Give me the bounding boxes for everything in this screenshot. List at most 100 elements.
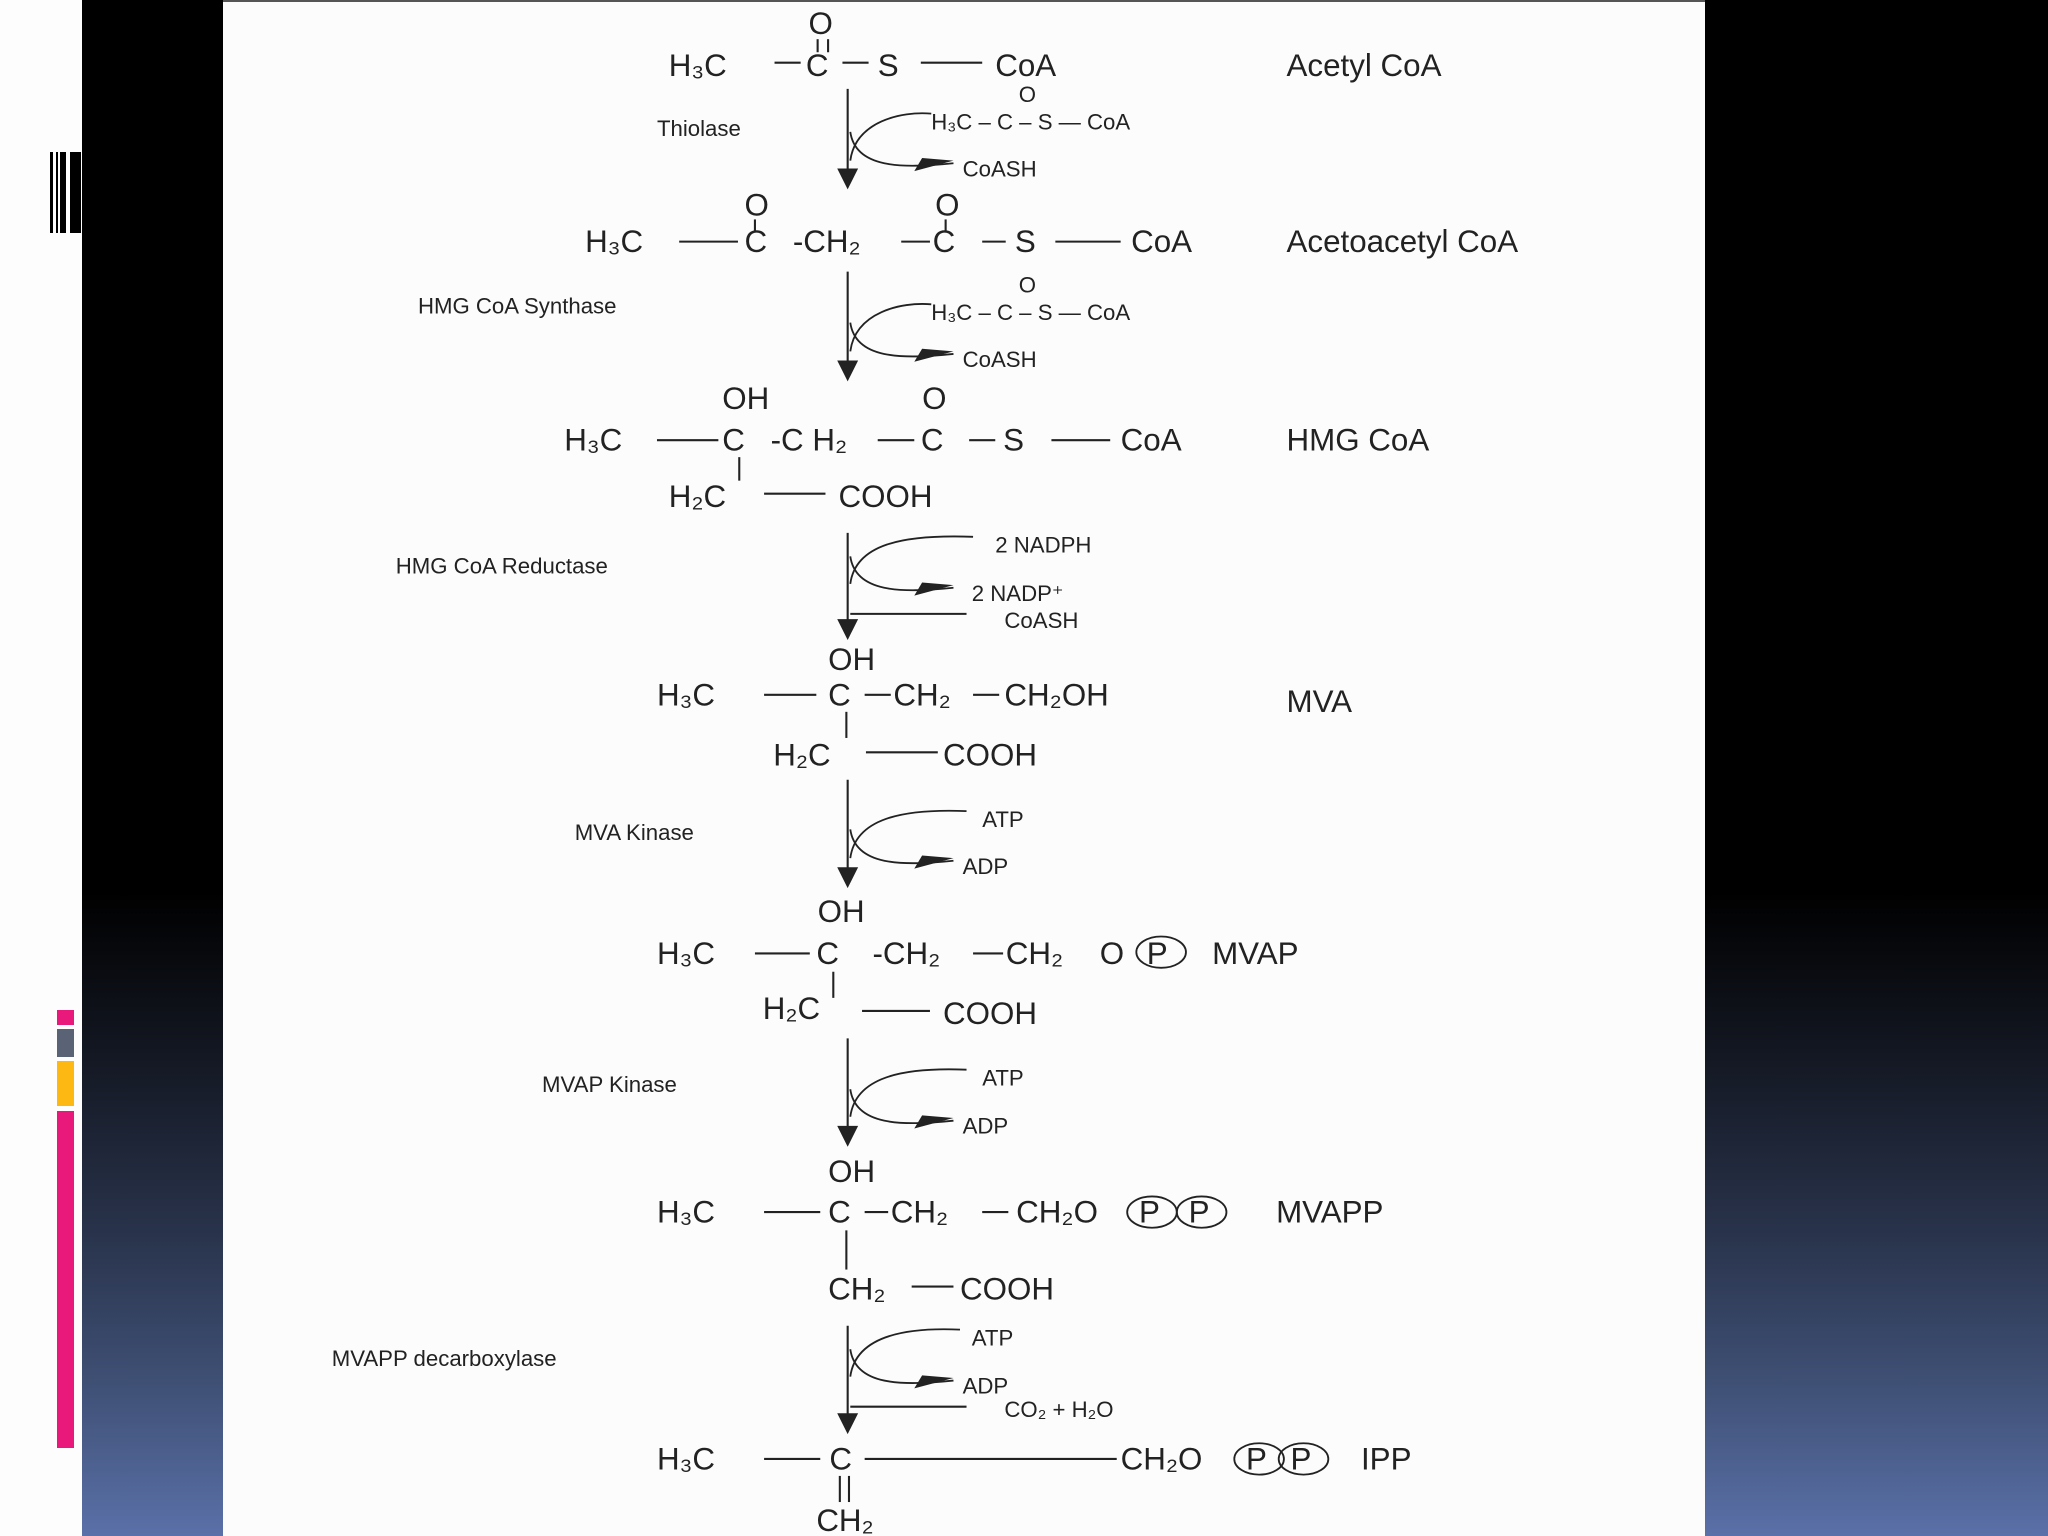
formula-fragment: S [1015, 224, 1036, 259]
arrow-head-icon [837, 619, 859, 640]
formula-fragment: -CH₂ [872, 936, 940, 971]
cofactor-in-curve [849, 535, 974, 584]
cofactor-in: ATP [982, 1065, 1024, 1090]
arrow-head-icon [914, 1375, 954, 1389]
formula-fragment: OH [818, 894, 865, 929]
cofactor-in: ATP [972, 1325, 1014, 1350]
formula-fragment: C [829, 1441, 852, 1476]
formula-fragment: CH₂ [816, 1503, 873, 1536]
formula-fragment: CoA [1131, 224, 1192, 259]
right-dark-panel [1705, 0, 2048, 1536]
formula-fragment: H₃C [669, 48, 727, 83]
formula-fragment: CoA [995, 48, 1056, 83]
arrow-head-icon [914, 1115, 954, 1129]
formula-fragment: OH [722, 381, 769, 416]
compound-name: Acetyl CoA [1287, 48, 1442, 83]
cofactor-in-curve [849, 809, 967, 859]
cofactor-oxygen: O [1019, 82, 1036, 107]
formula-fragment: H₃C [657, 1441, 715, 1476]
formula-fragment: OH [828, 1154, 875, 1189]
enzyme-label: HMG CoA Synthase [418, 293, 617, 318]
arrow-head-icon [837, 1413, 859, 1435]
formula-fragment: H₃C [657, 936, 715, 971]
formula-fragment: CH₂ [1006, 936, 1063, 971]
formula-fragment: O [935, 188, 959, 223]
cofactor-out: 2 NADP⁺ [972, 581, 1064, 606]
cofactor-out: ADP [963, 854, 1009, 879]
phosphate-circle [1277, 1442, 1330, 1476]
arrow-head-icon [914, 348, 954, 362]
compound-name: MVAP [1212, 936, 1298, 971]
phosphate-label: P [1246, 1441, 1267, 1476]
cofactor-out: ADP [963, 1114, 1009, 1139]
cofactor-oxygen: O [1019, 273, 1036, 298]
phosphate-label: P [1147, 936, 1168, 971]
cofactor-out-2: CO₂ + H₂O [1004, 1397, 1113, 1422]
formula-fragment: C [816, 936, 839, 971]
cofactor-out: ADP [963, 1374, 1009, 1399]
formula-fragment: H₂C [773, 737, 830, 772]
cofactor-in: H₃C – C – S — CoA [931, 300, 1130, 325]
formula-fragment: O [808, 6, 832, 41]
formula-fragment: -CH₂ [793, 224, 861, 259]
formula-fragment: H₃C [657, 1195, 715, 1230]
formula-fragment: C [806, 48, 829, 83]
cofactor-in: 2 NADPH [995, 532, 1091, 557]
formula-fragment: COOH [960, 1272, 1054, 1307]
cofactor-in-curve [849, 303, 932, 352]
arrow-head-icon [837, 168, 859, 190]
compound-name: IPP [1361, 1441, 1412, 1476]
cofactor-in-curve [849, 1328, 961, 1377]
formula-fragment: COOH [943, 996, 1037, 1031]
formula-fragment: COOH [839, 479, 933, 514]
enzyme-label: HMG CoA Reductase [396, 553, 608, 578]
formula-fragment: S [1003, 423, 1024, 458]
formula-fragment: COOH [943, 737, 1037, 772]
compound-name: MVA [1287, 684, 1353, 719]
formula-fragment: C [933, 224, 956, 259]
formula-fragment: H₃C [585, 224, 643, 259]
arrow-head-icon [837, 360, 859, 382]
left-dark-panel [82, 0, 223, 1536]
enzyme-label: MVAPP decarboxylase [332, 1346, 557, 1371]
formula-fragment: C [828, 1195, 851, 1230]
formula-fragment: O [1100, 936, 1124, 971]
cofactor-out-2: CoASH [1004, 608, 1078, 633]
cofactor-in: H₃C – C – S — CoA [931, 109, 1130, 134]
formula-fragment: H₃C [564, 423, 622, 458]
phosphate-label: P [1189, 1195, 1210, 1230]
formula-fragment: CH₂O [1121, 1441, 1203, 1476]
formula-fragment: C [921, 423, 944, 458]
formula-fragment: O [744, 188, 768, 223]
cofactor-in-curve [849, 1068, 967, 1117]
compound-name: Acetoacetyl CoA [1287, 224, 1519, 259]
arrow-head-icon [914, 582, 954, 596]
diagram-image [223, 0, 1705, 1536]
arrow-head-icon [837, 867, 859, 889]
phosphate-circle [1175, 1195, 1228, 1229]
cofactor-out: CoASH [963, 156, 1037, 181]
enzyme-label: Thiolase [657, 116, 741, 141]
formula-fragment: OH [828, 642, 875, 677]
formula-fragment: O [922, 381, 946, 416]
formula-fragment: H₂C [763, 991, 820, 1026]
formula-fragment: -C H₂ [771, 423, 848, 458]
arrow-head-icon [914, 158, 954, 172]
formula-fragment: C [744, 224, 767, 259]
formula-fragment: S [878, 48, 899, 83]
cofactor-in: ATP [982, 807, 1024, 832]
enzyme-label: MVA Kinase [575, 820, 694, 845]
formula-fragment: CH₂OH [1004, 677, 1108, 712]
compound-name: HMG CoA [1287, 423, 1430, 458]
phosphate-label: P [1290, 1441, 1311, 1476]
formula-fragment: CH₂ [893, 677, 950, 712]
formula-fragment: H₃C [657, 677, 715, 712]
formula-fragment: CH₂ [828, 1272, 885, 1307]
phosphate-label: P [1139, 1195, 1160, 1230]
formula-fragment: H₂C [669, 479, 726, 514]
formula-fragment: C [828, 677, 851, 712]
compound-name: MVAPP [1276, 1195, 1383, 1230]
enzyme-label: MVAP Kinase [542, 1072, 677, 1097]
formula-fragment: CH₂ [891, 1195, 948, 1230]
